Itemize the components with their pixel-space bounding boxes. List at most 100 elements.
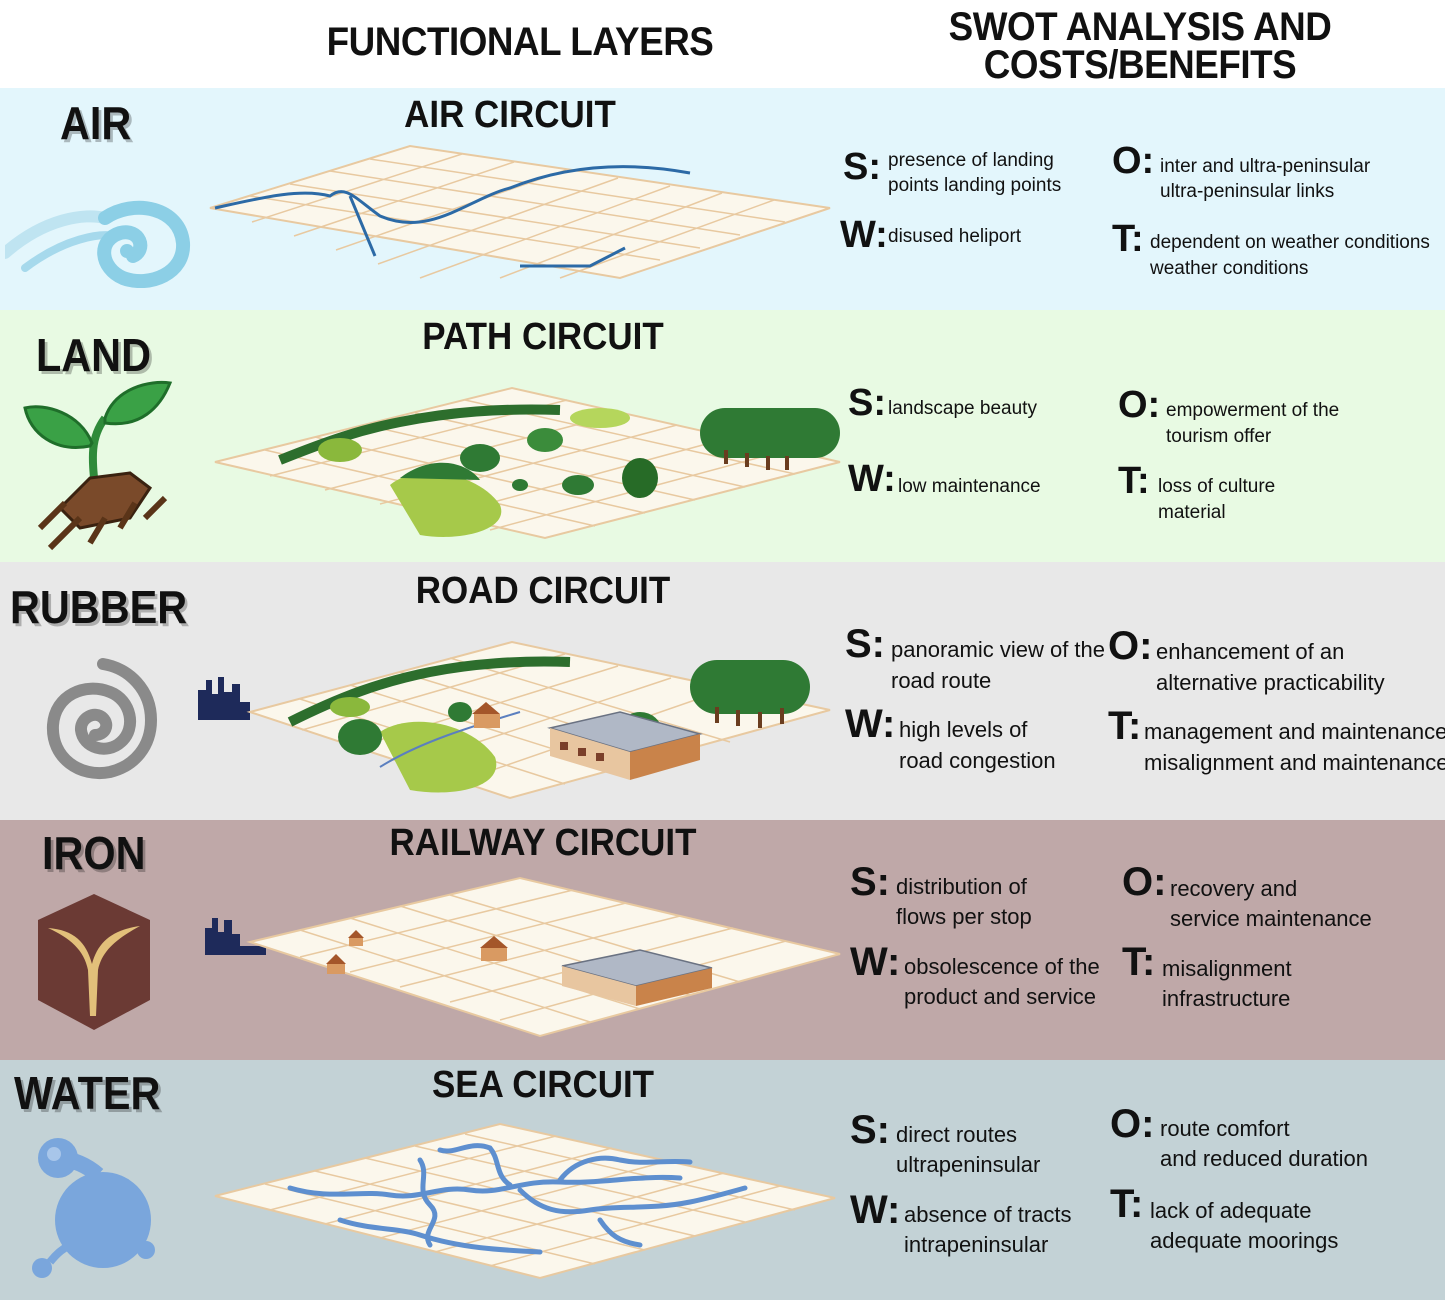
swot-line: obsolescence of the <box>904 954 1100 979</box>
swot-line: enhancement of an <box>1156 639 1345 664</box>
swot-letter-o: O: <box>1112 140 1155 182</box>
swot-text: misalignment infrastructure <box>1162 954 1292 1014</box>
layer-label-iron: IRON <box>42 827 146 879</box>
swot-line: intrapeninsular <box>904 1232 1049 1257</box>
air-layer: AIR AIR CIRCUIT S: presence of landing p… <box>0 88 1445 310</box>
air-circuit-grid <box>209 144 831 280</box>
land-layer: LAND PATH CIRCUIT <box>0 310 1445 562</box>
swot-text: loss of culture material <box>1158 474 1275 526</box>
swot-line: and reduced duration <box>1160 1146 1368 1171</box>
swot-line: inter and ultra-peninsular <box>1160 156 1371 177</box>
swot-line: points landing points <box>888 175 1062 196</box>
swot-letter-s: S: <box>843 146 881 188</box>
swot-text: management and maintenance misalignment … <box>1144 716 1445 778</box>
swot-letter-w: W: <box>848 458 896 500</box>
swot-line: landscape beauty <box>888 398 1037 419</box>
spiral-icon <box>46 658 158 780</box>
swot-line: tourism offer <box>1166 426 1272 447</box>
swot-line: presence of landing <box>888 150 1054 171</box>
swot-text: low maintenance <box>898 474 1041 499</box>
swot-line: road congestion <box>899 748 1056 773</box>
swot-letter-s: S: <box>845 622 885 666</box>
swot-line: ultra-peninsular links <box>1160 181 1335 202</box>
swot-letter-o: O: <box>1118 384 1161 426</box>
circuit-title-water: SEA CIRCUIT <box>431 1064 655 1106</box>
functional-layers-header: FUNCTIONAL LAYERS <box>326 20 714 64</box>
sprout-icon <box>23 380 173 551</box>
swot-line: service maintenance <box>1170 906 1372 931</box>
iron-hexagon-icon <box>38 894 150 1030</box>
circuit-title-land: PATH CIRCUIT <box>422 316 664 358</box>
swot-line: alternative practicability <box>1156 670 1385 695</box>
swot-letter-s: S: <box>848 382 886 424</box>
swot-letter-w: W: <box>845 702 896 746</box>
rubber-layer: RUBBER ROAD CIRCUIT <box>0 562 1445 820</box>
swot-letter-t: T: <box>1118 460 1150 502</box>
swot-letter-s: S: <box>850 1108 890 1152</box>
swot-letter-o: O: <box>1110 1102 1155 1146</box>
swot-line: ultrapeninsular <box>896 1152 1041 1177</box>
swot-line: road route <box>891 668 992 693</box>
swot-header: SWOT ANALYSIS AND COSTS/BENEFITS <box>919 5 1361 87</box>
circuit-title-air: AIR CIRCUIT <box>404 94 616 136</box>
swot-text: direct routes ultrapeninsular <box>896 1120 1040 1180</box>
swot-line: route comfort <box>1160 1116 1290 1141</box>
swot-text: high levels of road congestion <box>899 714 1056 776</box>
swot-line: dependent on weather conditions <box>1150 232 1430 253</box>
swot-line: weather conditions <box>1150 258 1309 279</box>
swot-letter-s: S: <box>850 860 890 904</box>
swot-header-line1: SWOT ANALYSIS AND <box>948 5 1332 49</box>
swot-header-line2: COSTS/BENEFITS <box>983 43 1297 87</box>
swot-letter-t: T: <box>1108 704 1142 748</box>
swot-text: lack of adequate adequate moorings <box>1150 1196 1338 1256</box>
swot-line: material <box>1158 502 1226 523</box>
swot-line: high levels of <box>899 717 1028 742</box>
layer-label-rubber: RUBBER <box>10 581 188 633</box>
swot-text: enhancement of an alternative practicabi… <box>1156 636 1385 698</box>
swot-line: misalignment and maintenance <box>1144 750 1445 775</box>
swot-line: recovery and <box>1170 876 1298 901</box>
layer-label-air: AIR <box>60 97 132 149</box>
swot-letter-w: W: <box>850 940 901 984</box>
iron-layer: IRON RAILWAY CIRCUIT S: distribution of … <box>0 820 1445 1060</box>
swot-line: low maintenance <box>898 476 1041 497</box>
road-circuit-grid <box>198 640 831 800</box>
swot-text: recovery and service maintenance <box>1170 874 1372 934</box>
swot-line: management and maintenance <box>1144 719 1445 744</box>
water-drop-icon <box>32 1138 155 1278</box>
swot-text: panoramic view of the road route <box>891 634 1105 696</box>
layer-label-land: LAND <box>36 329 151 381</box>
swot-line: panoramic view of the <box>891 637 1105 662</box>
swot-letter-o: O: <box>1122 860 1167 904</box>
layer-label-water: WATER <box>14 1067 161 1119</box>
swot-line: infrastructure <box>1162 986 1291 1011</box>
swot-line: disused heliport <box>888 226 1022 247</box>
swot-line: flows per stop <box>896 904 1032 929</box>
swot-text: disused heliport <box>888 224 1021 249</box>
circuit-title-rubber: ROAD CIRCUIT <box>415 570 671 612</box>
swot-letter-w: W: <box>840 214 888 256</box>
swot-text: absence of tracts intrapeninsular <box>904 1200 1072 1260</box>
swot-line: loss of culture <box>1158 476 1276 497</box>
path-circuit-grid <box>214 386 841 540</box>
swot-text: empowerment of the tourism offer <box>1166 398 1339 450</box>
swot-line: product and service <box>904 984 1096 1009</box>
swot-line: distribution of <box>896 874 1027 899</box>
swot-text: distribution of flows per stop <box>896 872 1032 932</box>
swot-line: adequate moorings <box>1150 1228 1339 1253</box>
swot-letter-w: W: <box>850 1188 901 1232</box>
swot-line: empowerment of the <box>1166 400 1340 421</box>
swot-letter-t: T: <box>1122 940 1156 984</box>
swot-line: lack of adequate <box>1150 1198 1312 1223</box>
swot-text: obsolescence of the product and service <box>904 952 1100 1012</box>
water-layer: WATER SEA CIRCUIT S: <box>0 1060 1445 1300</box>
circuit-title-iron: RAILWAY CIRCUIT <box>389 822 697 864</box>
swot-letter-t: T: <box>1110 1182 1144 1226</box>
swot-line: absence of tracts <box>904 1202 1072 1227</box>
swot-text: inter and ultra-peninsular ultra-peninsu… <box>1160 154 1370 204</box>
swot-text: dependent on weather conditions weather … <box>1150 230 1430 282</box>
swot-letter-t: T: <box>1112 218 1144 260</box>
railway-circuit-grid <box>205 876 841 1038</box>
swot-letter-o: O: <box>1108 624 1153 668</box>
wind-swirl-icon <box>5 200 190 288</box>
